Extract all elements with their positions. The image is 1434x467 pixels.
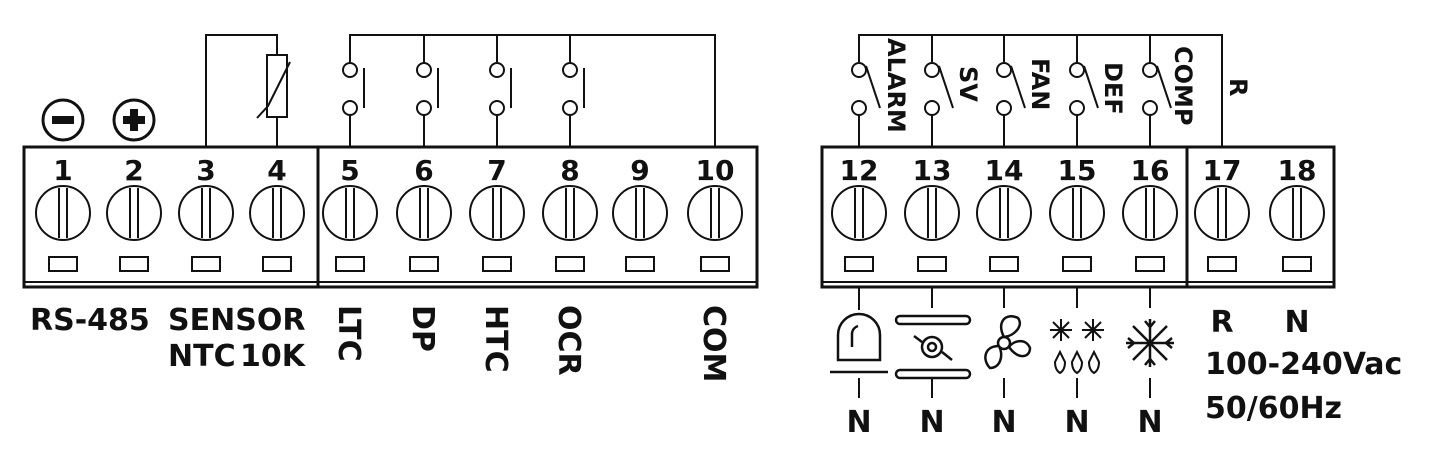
- terminal-number-7: 7: [487, 154, 506, 187]
- terminal-number-5: 5: [340, 154, 359, 187]
- input-contacts-wiring: [342, 34, 716, 147]
- fan-icon: [984, 315, 1032, 370]
- neutral-label-15: N: [1064, 405, 1089, 440]
- thermistor-wiring: [205, 34, 291, 147]
- screw-6: [396, 185, 452, 241]
- sensor-label: SENSOR: [168, 303, 305, 338]
- terminal-slots-left: [48, 256, 730, 272]
- screw-13: [904, 185, 960, 241]
- common-r-label: R: [1224, 78, 1252, 96]
- screw-12: [831, 185, 887, 241]
- dp-label: DP: [405, 305, 440, 352]
- htc-label: HTC: [478, 305, 513, 373]
- com-label: COM: [696, 305, 731, 382]
- terminal-number-2: 2: [124, 154, 143, 187]
- relay-label-comp: COMP: [1169, 46, 1197, 126]
- load-drop-lines: [858, 287, 1151, 398]
- neutral-label-16: N: [1137, 405, 1162, 440]
- voltage-label: 100-240Vac: [1205, 347, 1402, 382]
- left-terminal-block: [22, 145, 759, 289]
- solenoid-valve-icon: [894, 314, 972, 380]
- frequency-label: 50/60Hz: [1205, 391, 1342, 426]
- alarm-lamp-icon: [830, 312, 888, 374]
- screw-9: [612, 185, 668, 241]
- defrost-icon: [1050, 319, 1104, 375]
- screw-14: [976, 185, 1032, 241]
- terminal-number-16: 16: [1131, 154, 1170, 187]
- screw-15: [1049, 185, 1105, 241]
- terminal-number-6: 6: [414, 154, 433, 187]
- screw-2: [106, 185, 162, 241]
- neutral-label-12: N: [846, 405, 871, 440]
- screw-8: [542, 185, 598, 241]
- terminal-number-13: 13: [913, 154, 952, 187]
- screw-18: [1269, 185, 1325, 241]
- relay-label-alarm: ALARM: [882, 38, 910, 133]
- ltc-label: LTC: [331, 305, 366, 362]
- terminal-number-12: 12: [840, 154, 879, 187]
- screw-5: [322, 185, 378, 241]
- relay-label-sv: SV: [954, 66, 982, 102]
- screw-1: [35, 185, 91, 241]
- terminal-number-4: 4: [267, 154, 286, 187]
- power-r-label: R: [1210, 305, 1233, 340]
- screw-3: [178, 185, 234, 241]
- terminal-slots-right: [844, 256, 1312, 272]
- terminal-number-9: 9: [630, 154, 649, 187]
- terminal-number-14: 14: [985, 154, 1024, 187]
- power-n-label: N: [1284, 305, 1309, 340]
- terminal-number-8: 8: [560, 154, 579, 187]
- terminal-number-15: 15: [1058, 154, 1097, 187]
- terminal-number-10: 10: [696, 154, 735, 187]
- terminal-number-18: 18: [1278, 154, 1317, 187]
- ntc-value-label: 10K: [240, 339, 307, 374]
- neutral-label-13: N: [919, 405, 944, 440]
- compressor-icon: [1126, 319, 1174, 367]
- terminal-number-1: 1: [53, 154, 72, 187]
- screw-17: [1194, 185, 1250, 241]
- terminal-number-3: 3: [196, 154, 215, 187]
- neutral-label-14: N: [991, 405, 1016, 440]
- ocr-label: OCR: [551, 305, 586, 376]
- screw-4: [249, 185, 305, 241]
- screw-7: [469, 185, 525, 241]
- screw-16: [1122, 185, 1178, 241]
- screw-10: [687, 185, 743, 241]
- relay-label-def: DEF: [1099, 62, 1127, 115]
- ntc-label: NTC: [168, 339, 236, 374]
- relay-label-fan: FAN: [1026, 58, 1054, 110]
- plus-icon: [112, 98, 156, 142]
- relay-outputs-wiring: [851, 34, 1223, 147]
- terminal-number-17: 17: [1203, 154, 1242, 187]
- rs485-label: RS-485: [30, 303, 150, 338]
- minus-icon: [41, 98, 85, 142]
